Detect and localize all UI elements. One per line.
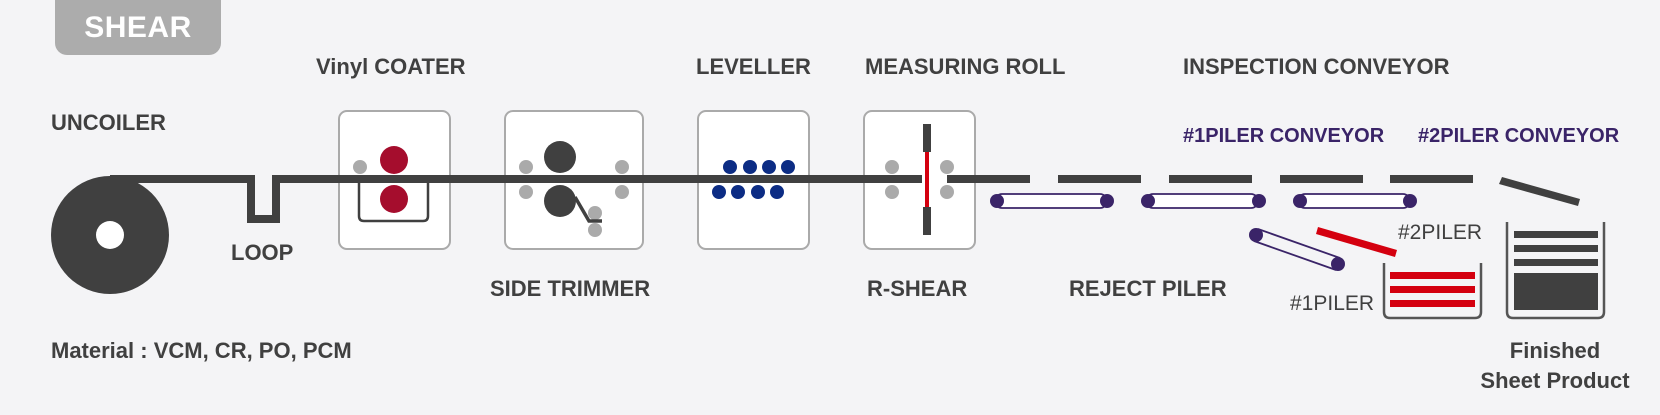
r-shear-icon	[885, 124, 954, 235]
piler1-conveyor-label: #1PILER CONVEYOR	[1183, 125, 1385, 147]
inspection-conveyor-label: INSPECTION CONVEYOR	[1183, 54, 1450, 79]
strip-exit-segment	[947, 175, 1030, 183]
piler2-conveyor-label: #2PILER CONVEYOR	[1418, 125, 1620, 147]
vinyl-coater-label: Vinyl COATER	[316, 54, 466, 79]
r-shear-label: R-SHEAR	[867, 276, 968, 301]
finished-product-label-line1: Finished	[1509, 338, 1601, 363]
side-trimmer-icon	[519, 141, 629, 237]
vinyl-coater-icon	[353, 146, 430, 223]
leveller-label: LEVELLER	[696, 54, 811, 79]
piler2-label: #2PILER	[1398, 221, 1483, 244]
reject-piler-label: REJECT PILER	[1069, 276, 1227, 301]
loop-label: LOOP	[231, 240, 294, 265]
shear-title-badge: SHEAR	[55, 0, 221, 55]
uncoiler-icon	[51, 176, 169, 294]
piler1-label: #1PILER	[1290, 292, 1375, 315]
measuring-roll-label: MEASURING ROLL	[865, 54, 1066, 79]
material-label: Material : VCM, CR, PO, PCM	[51, 338, 352, 363]
uncoiler-label: UNCOILER	[51, 110, 166, 135]
strip-line	[110, 175, 922, 223]
finished-product-bin	[1505, 222, 1606, 320]
inspection-conveyor-segments	[1058, 175, 1580, 206]
piler1-bin	[1382, 263, 1483, 320]
leveller-rolls-icon	[712, 160, 795, 199]
reject-piler-conveyor	[990, 193, 1114, 209]
finished-product-label-line2: Sheet Product	[1480, 368, 1630, 393]
piler2-conveyor	[1293, 193, 1417, 209]
piler1-conveyor	[1141, 193, 1266, 209]
piler1-inclined-conveyor	[1249, 228, 1345, 271]
reject-deflector	[1316, 227, 1397, 257]
side-trimmer-label: SIDE TRIMMER	[490, 276, 651, 301]
